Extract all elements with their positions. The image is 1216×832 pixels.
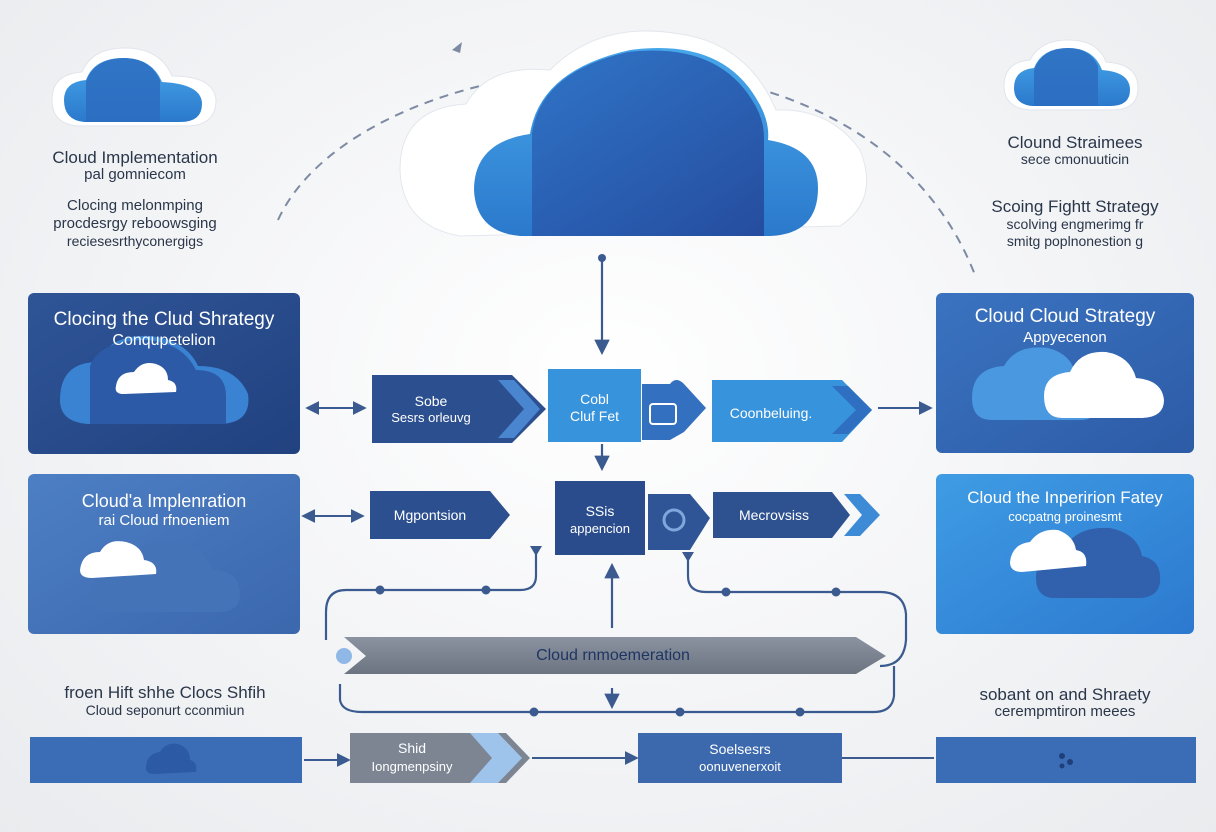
bottom-right-subtitle: cerempmtiron meees bbox=[994, 703, 1136, 720]
flow-row1-right-arrow bbox=[712, 380, 872, 442]
bottom-flow-chevron-1 bbox=[470, 733, 522, 783]
main-process-bar bbox=[344, 637, 886, 674]
cloud-icon-bottom-left bbox=[146, 743, 197, 774]
flow-row1-right-chevron bbox=[832, 386, 872, 434]
flow-row2-center-box bbox=[555, 481, 645, 555]
flow-row2-center-label-2: appencion bbox=[570, 521, 630, 536]
flow-row1-left-arrow bbox=[372, 375, 546, 443]
loop-bottom-connector bbox=[338, 666, 896, 714]
main-bar-label: Cloud rnmoemeration bbox=[536, 647, 690, 664]
flow-row1-right-label: Coonbeluing. bbox=[729, 405, 813, 421]
bottom-flow-arrow-1-label-1: Shid bbox=[397, 740, 427, 756]
right-panel-2-title: Cloud the Inperirion Fatey bbox=[967, 488, 1163, 507]
bottom-flow-box-2-label-2: oonuvenerxoit bbox=[699, 759, 781, 774]
bottom-flow-box-2-label-1: Soelsesrs bbox=[709, 741, 771, 757]
bottom-flow-arrow-1-label-2: Iongmenpsiny bbox=[371, 759, 453, 774]
left-panel-2 bbox=[28, 474, 300, 634]
gear-icon bbox=[662, 508, 686, 532]
top-right-subtitle: sece cmonuuticin bbox=[1020, 151, 1130, 167]
loop-left-connector bbox=[324, 546, 538, 640]
gear-cloud-icon bbox=[648, 494, 710, 550]
bar-start-icon bbox=[336, 648, 352, 664]
cloud-icon-top-left bbox=[51, 47, 217, 127]
top-left-body-2: procdesrgy reboowsging bbox=[53, 215, 217, 232]
top-right-body-3: smitg poplnonestion g bbox=[1006, 233, 1144, 249]
left-panel-1-subtitle: Conqupetelion bbox=[112, 332, 216, 349]
left-panel-1-title: Clocing the Clud Shrategy bbox=[53, 309, 275, 330]
flow-row2-right-chevron bbox=[844, 494, 880, 536]
flow-row2-center-label-1: SSis bbox=[585, 503, 615, 519]
loop-right-connector bbox=[686, 556, 908, 668]
flow-row1-center-box bbox=[548, 369, 641, 442]
flow-row2-right-label: Mecrovsiss bbox=[738, 507, 809, 523]
right-panel-2 bbox=[936, 474, 1194, 634]
bottom-left-subtitle: Cloud seponurt cconmiun bbox=[85, 702, 245, 718]
top-right-body-2: scolving engmerimg fr bbox=[1006, 216, 1144, 232]
left-panel-1 bbox=[28, 293, 300, 454]
central-cloud bbox=[399, 30, 868, 237]
right-panel-1-title: Cloud Cloud Strategy bbox=[974, 306, 1156, 327]
flow-row2-right-arrow bbox=[713, 492, 850, 538]
top-right-body-1: Scoing Fightt Strategy bbox=[991, 197, 1159, 216]
bottom-right-title: sobant on and Shraety bbox=[979, 685, 1151, 704]
top-left-body-1: Clocing melonmping bbox=[67, 197, 203, 214]
bottom-flow-box-2 bbox=[638, 733, 842, 783]
right-panel-1 bbox=[936, 293, 1194, 453]
flow-row1-left-chevron bbox=[498, 380, 540, 438]
left-panel-2-title: Cloud'a Implenration bbox=[81, 491, 247, 511]
bottom-right-bar bbox=[936, 737, 1196, 783]
left-panel-2-subtitle: rai Cloud rfnoeniem bbox=[98, 512, 230, 529]
flow-row2-left-label: Mgpontsion bbox=[393, 507, 467, 523]
arc-arrowhead bbox=[452, 42, 462, 53]
connector-dot-top bbox=[598, 254, 606, 262]
monitor-icon bbox=[649, 403, 677, 425]
top-right-title: Clound Straimees bbox=[1007, 133, 1143, 152]
flow-row2-left-arrow bbox=[370, 491, 510, 539]
flow-row1-center-label-2: Cluf Fet bbox=[569, 408, 619, 424]
bottom-left-title: froen Hift shhe Clocs Shfih bbox=[64, 683, 266, 702]
puzzle-icon bbox=[642, 380, 706, 440]
top-left-title: Cloud Implementation bbox=[52, 148, 218, 167]
top-left-subtitle: pal gomniecom bbox=[84, 166, 186, 183]
top-left-body-3: reciesesrthyconergigs bbox=[66, 233, 204, 249]
flow-row1-center-label-1: Cobl bbox=[580, 391, 609, 407]
right-panel-1-subtitle: Appyecenon bbox=[1023, 329, 1107, 346]
flow-row1-left-label-2: Sesrs orleuvg bbox=[391, 410, 471, 425]
flow-row1-left-label-1: Sobe bbox=[414, 393, 448, 409]
cloud-icon-top-right bbox=[1003, 39, 1139, 111]
right-panel-2-subtitle: cocpatng proinesmt bbox=[1008, 509, 1122, 524]
